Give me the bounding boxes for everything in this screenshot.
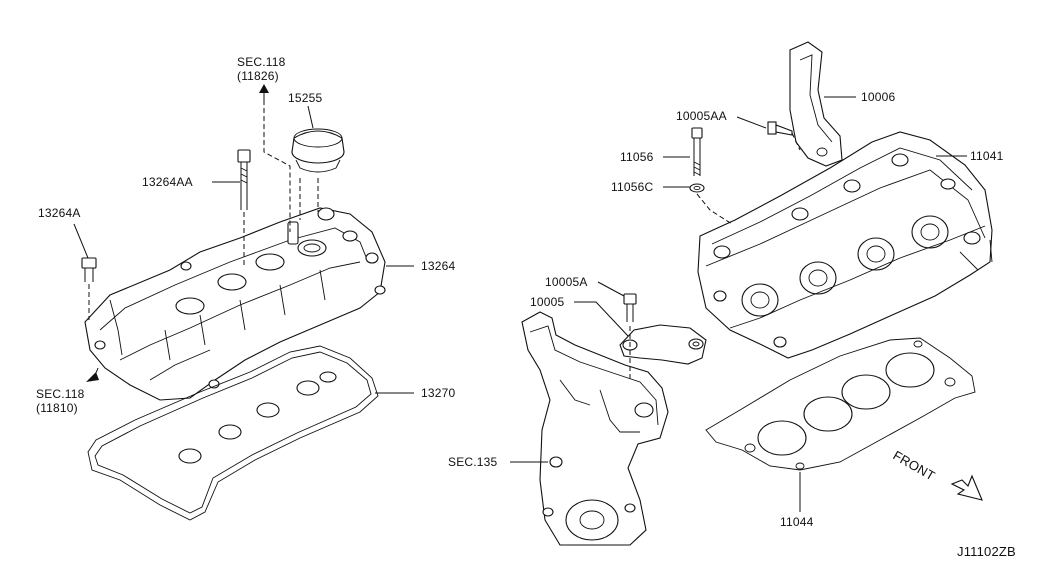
label-11056: 11056 [620,150,654,164]
engine-hanger-bracket [789,41,843,167]
head-bolt-11056 [691,127,703,176]
rocker-cover-gasket [87,345,379,521]
leader-10005A [597,281,625,297]
label-11041: 11041 [970,149,1004,163]
bolt-13264AA [237,149,251,210]
label-11044: 11044 [780,515,814,529]
diagram-id: J11102ZB [957,544,1016,559]
rocker-cover [84,207,386,401]
front-plate-10005 [619,324,707,365]
label-10005: 10005 [530,295,564,309]
leader-10005 [574,301,629,337]
label-sec118-left: SEC.118 [36,387,85,401]
leader-10005AA [736,116,767,129]
label-13264: 13264 [421,259,455,273]
bolt-10005A [623,293,637,322]
bolt-10005AA [767,121,793,136]
cylinder-head-gasket [705,337,976,471]
oil-filler-cap [291,128,345,173]
leader-13264A [73,223,89,259]
label-sec135: SEC.135 [448,455,498,469]
washer-11056C [689,183,705,193]
label-13264AA: 13264AA [142,175,193,189]
leader-15255 [307,105,314,129]
timing-cover [521,311,669,546]
label-sec118-left-ref: (11810) [36,401,78,415]
label-13264A: 13264A [38,206,81,220]
arrow-down-left-icon [86,372,99,382]
label-sec118-top: SEC.118 [237,55,286,69]
label-front: FRONT [891,448,938,484]
bolt-13264A [81,257,97,282]
label-10005AA: 10005AA [676,109,727,123]
label-10005A: 10005A [545,275,588,289]
label-11056C: 11056C [611,180,653,194]
label-10006: 10006 [861,90,895,104]
label-15255: 15255 [288,91,322,105]
label-13270: 13270 [421,386,455,400]
label-sec118-top-ref: (11826) [237,69,279,83]
front-arrow-icon [950,474,983,501]
right-leader-lines [629,132,801,380]
arrow-up-icon [259,84,269,100]
left-leader-lines [88,100,319,379]
cylinder-head [697,131,993,359]
